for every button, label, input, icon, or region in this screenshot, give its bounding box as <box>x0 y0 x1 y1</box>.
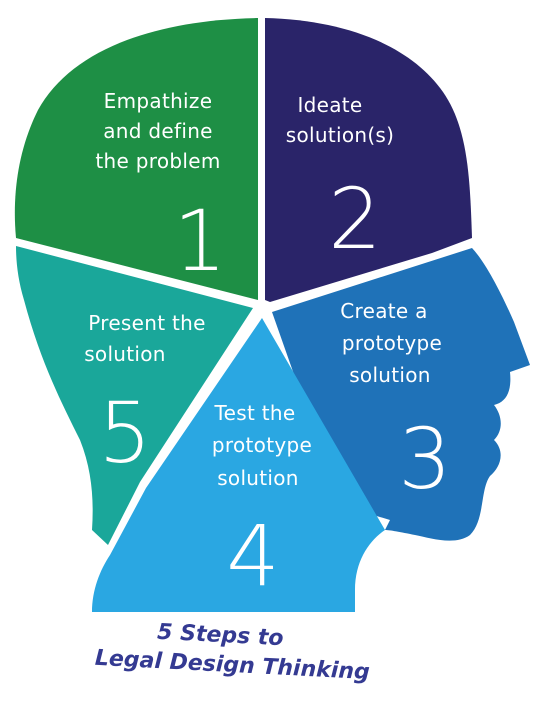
step-2-number: 2 <box>328 170 381 268</box>
step-1-line-1: Empathize <box>104 89 213 113</box>
step-3-group: Create a prototype solution 3 <box>340 299 451 508</box>
segment-4-test <box>92 318 385 612</box>
step-1-group: Empathize and define the problem 1 <box>95 89 226 290</box>
segment-5-present <box>16 246 253 545</box>
step-3-number: 3 <box>398 410 451 508</box>
segment-2-ideate <box>265 18 472 302</box>
step-2-line-2: solution(s) <box>286 123 395 147</box>
caption-line-1: 5 Steps to <box>157 620 285 652</box>
step-1-line-2: and define <box>103 119 213 143</box>
step-4-line-3: solution <box>217 466 299 490</box>
step-1-number: 1 <box>173 192 226 290</box>
step-2-line-1: Ideate <box>297 93 362 117</box>
step-4-number: 4 <box>226 507 279 605</box>
step-5-number: 5 <box>98 384 151 482</box>
step-5-line-2: solution <box>84 342 166 366</box>
step-3-line-1: Create a <box>340 299 427 323</box>
step-4-line-2: prototype <box>212 433 312 457</box>
caption-group: 5 Steps to Legal Design Thinking <box>94 620 370 685</box>
step-3-line-2: prototype <box>342 331 442 355</box>
step-5-line-1: Present the <box>88 311 206 335</box>
step-3-line-3: solution <box>349 363 431 387</box>
step-5-group: Present the solution 5 <box>84 311 206 482</box>
step-2-group: Ideate solution(s) 2 <box>286 93 395 268</box>
step-1-line-3: the problem <box>95 149 220 173</box>
segment-1-empathize <box>14 18 259 300</box>
caption-line-2: Legal Design Thinking <box>94 646 370 685</box>
step-4-group: Test the prototype solution 4 <box>212 401 312 605</box>
step-4-line-1: Test the <box>214 401 296 425</box>
